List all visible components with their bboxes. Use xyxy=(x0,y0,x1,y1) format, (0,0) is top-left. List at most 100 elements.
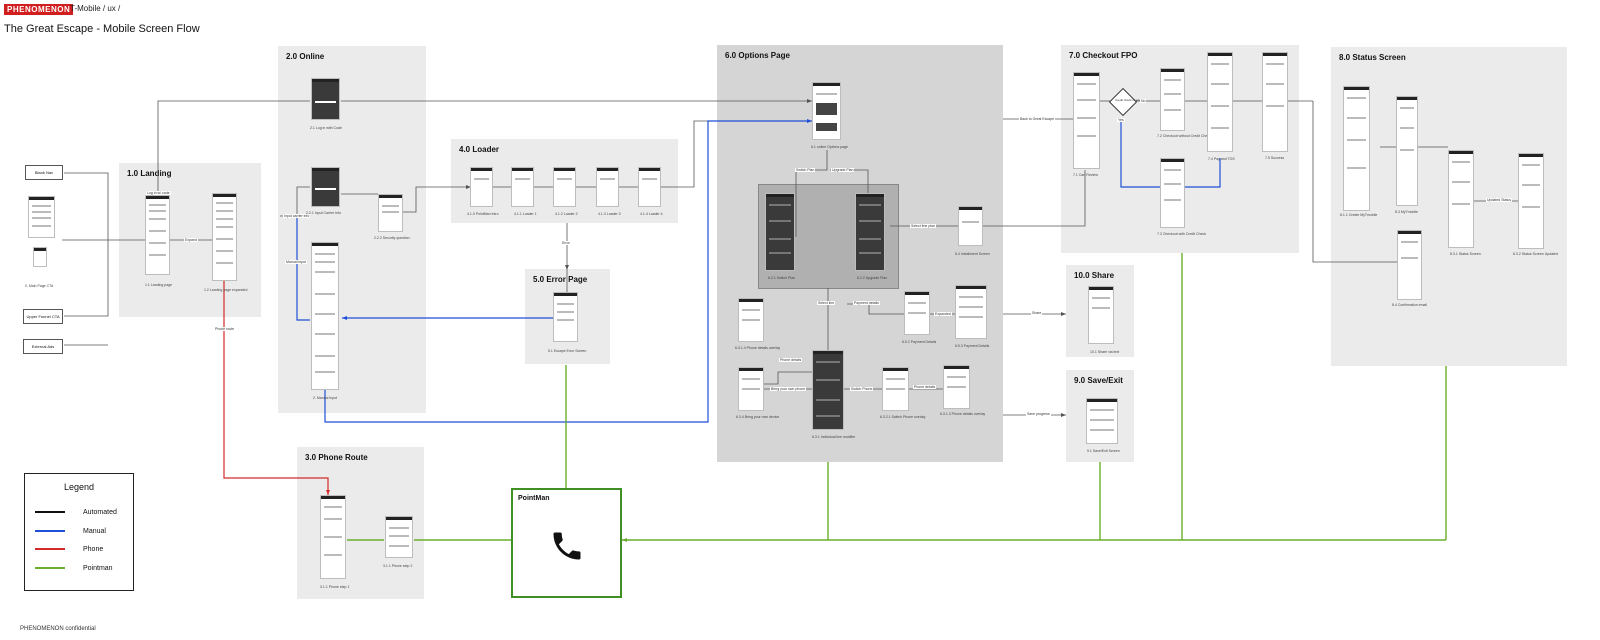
edge-label: Bring your own phone xyxy=(770,387,807,391)
caption: 7.5 Success xyxy=(1265,156,1285,160)
screen-create-mytmobile xyxy=(1343,86,1370,211)
edge-label: Save progress xyxy=(1026,412,1051,416)
caption: 2.2.1 Input Carrier Info xyxy=(306,211,342,215)
section-title: 7.0 Checkout FPO xyxy=(1069,51,1138,60)
screen-log-in-code xyxy=(311,78,340,120)
section-title: 4.0 Loader xyxy=(459,145,500,154)
screen-manual-input xyxy=(311,242,339,390)
screen-security-question xyxy=(378,194,403,232)
section-title: 9.0 Save/Exit xyxy=(1074,376,1123,385)
caption: 6.2.2 Upgrade Plan xyxy=(857,276,888,280)
caption: 4.1.1 Loader 1 xyxy=(514,212,537,216)
edge-label: Upgrade Plan xyxy=(831,168,855,172)
screen-switch-plan xyxy=(765,193,795,271)
legend-item: Phone xyxy=(35,546,103,553)
screen-phone-details xyxy=(943,365,970,409)
legend-label: Pointman xyxy=(83,565,113,572)
entry-blank-nav: Blank Nav xyxy=(25,165,63,180)
caption: 6.3.2.1 Switch Phone overlay xyxy=(880,415,926,419)
edge-label: Updated Status xyxy=(1486,198,1513,202)
screen-individual-line xyxy=(812,350,844,430)
screen-checkout-no-credit xyxy=(1160,68,1185,131)
screen-switch-phone-overlay xyxy=(882,367,909,411)
section-title: 8.0 Status Screen xyxy=(1339,53,1406,62)
screen-status xyxy=(1448,150,1474,248)
page-title: The Great Escape - Mobile Screen Flow xyxy=(4,23,200,35)
caption: 6.3.1 Individual line modifier xyxy=(812,435,856,439)
caption: 8.4 Confirmation email xyxy=(1392,303,1428,307)
section-title: 3.0 Phone Route xyxy=(305,453,368,462)
screen-escape-error xyxy=(553,292,578,342)
section-title: 1.0 Landing xyxy=(127,169,172,178)
screen-phone-step-2 xyxy=(385,516,413,558)
edge-label: Back to Great Escape xyxy=(1019,117,1056,121)
brand-logo: PHENOMENON xyxy=(4,4,74,15)
screen-landing-expanded xyxy=(212,193,237,281)
edge-label: No xyxy=(1140,99,1147,103)
edge-label: Select fine plan xyxy=(910,224,936,228)
edge-label: Share xyxy=(1031,311,1043,315)
screen-pay-tos xyxy=(1207,52,1233,152)
screen-loader-3 xyxy=(596,167,619,207)
edge-label: Input carrier info xyxy=(283,214,311,218)
caption: 6.3.1.3 Phone details overlay xyxy=(940,412,986,416)
caption: 7.4 Pay and TOS xyxy=(1208,157,1235,161)
screen-loader-0 xyxy=(470,167,493,207)
entry-main-page-screen xyxy=(28,196,55,238)
edge-label: Phone details xyxy=(913,385,937,389)
legend-label: Manual xyxy=(83,528,106,535)
caption: 6.5.3 Payment Details xyxy=(955,344,990,348)
legend-item: Pointman xyxy=(35,565,113,572)
caption: 4.1.2 Loader 2 xyxy=(555,212,578,216)
legend-swatch xyxy=(35,567,65,570)
edge-label: Manual input xyxy=(285,260,308,264)
edge-label: Switch Phone xyxy=(850,387,874,391)
screen-status-updated xyxy=(1518,153,1544,249)
caption: 5.1 Escape Error Screen xyxy=(548,349,587,353)
screen-success xyxy=(1262,52,1288,152)
caption: 2. Manual input xyxy=(313,396,337,400)
entry-upper-funnel: Upper Funnel CTA xyxy=(23,309,63,324)
caption: 1.1 Landing page xyxy=(145,283,173,287)
caption: 7.3 Checkout with Credit Check xyxy=(1157,232,1207,236)
caption: 10.1 Share via text xyxy=(1090,350,1120,354)
legend-swatch xyxy=(35,511,65,514)
section-title: 10.0 Share xyxy=(1074,271,1115,280)
screen-phone-step-1 xyxy=(320,495,346,579)
caption: 4.1.4 Loader 4 xyxy=(640,212,663,216)
screen-landing xyxy=(145,195,170,275)
edge-label: Expanded xyxy=(934,312,952,316)
entry-main-page-mini xyxy=(33,247,47,267)
edge-label: Switch Plan xyxy=(795,168,816,172)
screen-loader-4 xyxy=(638,167,661,207)
caption: 7.2 Checkout without Credit Check xyxy=(1157,134,1211,138)
legend-label: Automated xyxy=(83,509,117,516)
edge-label: Yes xyxy=(1117,118,1125,122)
screen-installment xyxy=(958,206,983,246)
section-title: 2.0 Online xyxy=(286,52,325,61)
screen-payment-expanded xyxy=(955,285,987,339)
caption: 1.2 Landing page expanded xyxy=(204,288,248,292)
screen-upgrade-plan xyxy=(855,193,885,271)
section-title: 6.0 Options Page xyxy=(725,51,790,60)
phone-icon xyxy=(553,532,581,560)
caption: 3.1.1 Phone step 2 xyxy=(383,564,413,568)
caption: 7.1 Cart Review xyxy=(1073,173,1098,177)
screen-cart-review xyxy=(1073,72,1100,169)
legend-label: Phone xyxy=(83,546,104,553)
screen-bring-own-device xyxy=(738,367,764,411)
caption: 4.1.0 PointMan Intro xyxy=(467,212,499,216)
edge-label: Phone route xyxy=(214,327,236,331)
screen-confirmation-email xyxy=(1397,230,1422,300)
breadcrumb: T-Mobile / ux / xyxy=(70,4,121,13)
section-title: 5.0 Error Page xyxy=(533,275,588,284)
legend: Legend Automated Manual Phone Pointman xyxy=(24,473,134,591)
caption: 6.3.1.4 Phone details overlay xyxy=(735,346,781,350)
footer-note: PHENOMENON confidential xyxy=(20,626,96,632)
caption: 8.3.1 Status Screen xyxy=(1450,252,1481,256)
caption: 2.1 Log in with Code xyxy=(310,126,342,130)
screen-save-exit xyxy=(1086,398,1118,444)
edge-label: Payment details xyxy=(853,301,880,305)
legend-swatch xyxy=(35,548,65,551)
caption: 4.1.3 Loader 3 xyxy=(598,212,621,216)
